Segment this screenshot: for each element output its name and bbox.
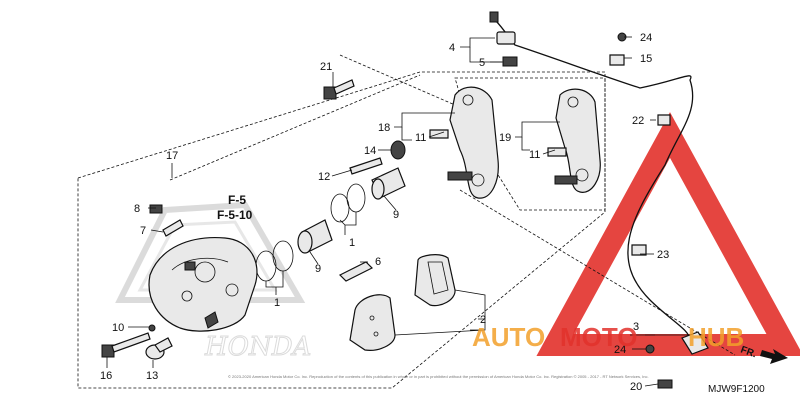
boot-14	[390, 140, 406, 160]
callout-23: 23	[657, 249, 669, 261]
connector-icon	[489, 11, 499, 23]
callout-2: 2	[480, 314, 486, 326]
pad-spring-6	[338, 261, 374, 282]
watermark-hub: HUB	[688, 322, 744, 352]
watermark-auto: AUTO	[472, 322, 545, 352]
sensor-wire	[494, 19, 694, 341]
callout-1-upper: 1	[349, 237, 355, 249]
clip-10	[148, 324, 156, 332]
leader-lines	[106, 36, 690, 387]
callout-18: 18	[378, 122, 390, 134]
direction-label: FR.	[739, 344, 758, 360]
callout-6: 6	[375, 256, 381, 268]
callout-3: 3	[633, 321, 639, 333]
arrow-right-icon	[760, 349, 788, 364]
pin-12	[349, 157, 383, 175]
callouts: 4 5 24 15 22 21 18 11 19 11 14 12 17 8 7…	[100, 32, 669, 393]
piston-9-lower	[297, 219, 333, 254]
callout-11-left: 11	[415, 132, 426, 144]
bolt-13	[145, 337, 173, 360]
clip-22	[657, 114, 671, 126]
seal-1-upper-b	[346, 183, 366, 213]
clamp-5	[502, 56, 518, 67]
bracket-18	[447, 86, 499, 199]
honda-logo-text: HONDA	[204, 332, 311, 362]
speed-sensor-3	[681, 331, 709, 355]
cap-8	[149, 204, 163, 214]
callout-8: 8	[134, 203, 140, 215]
callout-20: 20	[630, 381, 642, 393]
bracket-19	[554, 88, 601, 193]
reference-label-2: F-5-10	[217, 208, 253, 222]
caliper-body	[148, 236, 258, 332]
front-direction-indicator: FR.	[739, 344, 788, 364]
callout-1-lower: 1	[274, 297, 280, 309]
callout-7: 7	[140, 225, 146, 237]
callout-11-right: 11	[529, 149, 540, 161]
seal-1-upper-a	[330, 193, 350, 223]
callout-9-upper: 9	[393, 209, 399, 221]
bolt-21	[323, 79, 355, 100]
guide-line	[339, 54, 456, 106]
callout-17: 17	[166, 150, 178, 162]
clip-11-right	[547, 147, 567, 157]
brake-pad-2-back	[414, 254, 456, 307]
piston-9-upper	[371, 167, 406, 200]
bolt-16	[101, 332, 151, 358]
callout-21: 21	[320, 61, 332, 73]
callout-19: 19	[499, 132, 511, 144]
clip-23	[631, 244, 647, 256]
watermark-moto: MOTO	[560, 322, 638, 352]
bolt-24-bottom	[645, 344, 655, 354]
brake-pad-2-front	[349, 294, 396, 351]
callout-24-bottom: 24	[614, 344, 626, 356]
bleeder-7	[162, 219, 184, 237]
callout-15: 15	[640, 53, 652, 65]
watermark-text: AUTO MOTO HUB	[472, 322, 744, 352]
guide-line	[459, 189, 736, 356]
callout-22: 22	[632, 115, 644, 127]
clamp-15	[609, 54, 625, 66]
wire-connector-4	[496, 31, 516, 45]
copyright-text: © 2023-2020 American Honda Motor Co. Inc…	[228, 374, 649, 379]
callout-5: 5	[479, 57, 485, 69]
callout-4: 4	[449, 42, 455, 54]
watermark-triangle	[536, 112, 800, 356]
callout-24-top: 24	[640, 32, 652, 44]
callout-12: 12	[318, 171, 330, 183]
callout-9-lower: 9	[315, 263, 321, 275]
guide-line	[169, 74, 421, 181]
bolt-20	[657, 379, 673, 389]
diagram-code: MJW9F1200	[708, 384, 765, 395]
callout-10: 10	[112, 322, 124, 334]
callout-16: 16	[100, 370, 112, 382]
callout-13: 13	[146, 370, 158, 382]
reference-label-1: F-5	[228, 193, 246, 207]
callout-14: 14	[364, 145, 376, 157]
